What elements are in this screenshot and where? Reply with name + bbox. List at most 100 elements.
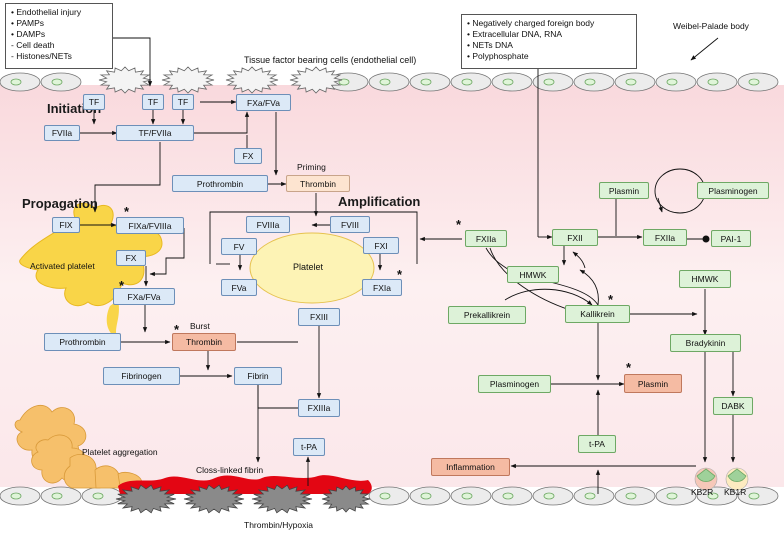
node-hmwk-right: HMWK [679,270,731,288]
node-pai1: PAI-1 [711,230,751,247]
node-fxiii: FXIII [298,308,340,326]
cell-nucleus [502,78,514,86]
asterisk-fxa: * [119,278,125,293]
node-fxiia-right: FXIIa [643,229,687,246]
node-fva: FVa [221,279,257,296]
node-fxa-fva-propagation: FXa/FVa [113,288,175,305]
node-fibrinogen: Fibrinogen [103,367,180,385]
cell-nucleus [51,492,63,500]
cell-nucleus [379,78,391,86]
cell-nucleus [379,492,391,500]
cell-nucleus [10,492,22,500]
node-tf-1: TF [83,94,105,110]
trigger-item: - Cell death [11,40,55,50]
node-tf-fviia: TF/FVIIa [116,125,194,141]
node-fx-initiation: FX [234,148,262,164]
node-fxiia-left: FXIIa [465,230,507,247]
contact-trigger-item: • Negatively charged foreign body [467,18,595,28]
priming-label: Priming [297,162,326,172]
cell-nucleus [666,492,678,500]
node-thrombin-priming: Thrombin [286,175,350,192]
asterisk-fxia: * [397,267,403,282]
cell-nucleus [584,78,596,86]
contact-trigger-item: • Polyphosphate [467,51,529,61]
node-prothrombin-burst: Prothrombin [44,333,121,351]
cell-nucleus [748,492,760,500]
amplification-heading: Amplification [338,194,421,209]
node-fx-propagation: FX [116,250,146,266]
node-tf-2: TF [142,94,164,110]
contact-trigger-item: • NETs DNA [467,40,513,50]
platelet-aggregation-label: Platelet aggregation [82,447,158,457]
node-bradykinin: Bradykinin [670,334,741,352]
cell-nucleus [461,78,473,86]
weibel-palade-label: Weibel-Palade body [673,21,749,31]
trigger-item: - Histones/NETs [11,51,72,61]
node-tpa-right: t-PA [578,435,616,453]
node-tf-3: TF [172,94,194,110]
node-fv: FV [221,238,257,255]
node-fixa-fviiia: FIXa/FVIIIa [116,217,184,234]
node-plasmin-bottom: Plasmin [624,374,682,393]
platelet-aggregation-shape [14,404,143,489]
activated-platelet-label: Activated platelet [30,261,95,271]
node-fxia: FXIa [362,279,402,296]
cell-nucleus [625,78,637,86]
node-fxiiia: FXIIIa [298,399,340,417]
node-prothrombin-priming: Prothrombin [172,175,268,192]
cell-nucleus [10,78,22,86]
node-fix: FIX [52,217,80,233]
node-fviiia: FVIIIa [246,216,290,233]
node-fviii: FVIII [330,216,370,233]
kb1r-label: KB1R [724,487,747,497]
cell-nucleus [543,492,555,500]
cell-nucleus [625,492,637,500]
cell-nucleus [748,78,760,86]
trigger-item: • PAMPs [11,18,45,28]
node-hmwk-left: HMWK [507,266,559,283]
node-thrombin-burst: Thrombin [172,333,236,351]
node-fxa-fva-initiation: FXa/FVa [236,94,291,111]
cell-nucleus [666,78,678,86]
cell-nucleus [51,78,63,86]
burst-label: Burst [190,321,210,331]
propagation-heading: Propagation [22,196,98,211]
kb2r-label: KB2R [691,487,714,497]
trigger-box: • Endothelial injury • PAMPs • DAMPs - C… [5,3,113,69]
node-plasminogen-top: Plasminogen [697,182,769,199]
trigger-item: • DAMPs [11,29,46,39]
node-prekallikrein: Prekallikrein [448,306,526,324]
trigger-item: • Endothelial injury [11,7,82,17]
platelet-ellipse [249,232,375,304]
asterisk-fixa: * [124,204,130,219]
node-fxi: FXI [363,237,399,254]
hypoxic-endothelial-cells [115,484,371,514]
node-fibrin: Fibrin [234,367,282,385]
platelet-label: Platelet [293,262,324,272]
asterisk-thrombin: * [174,322,180,337]
node-fxii: FXII [552,229,598,246]
cross-linked-fibrin-label: Closs-linked fibrin [196,465,264,475]
cell-nucleus [584,492,596,500]
contact-trigger-box: • Negatively charged foreign body • Extr… [461,14,637,69]
cell-nucleus [420,78,432,86]
cell-nucleus [461,492,473,500]
endothelial-cells-bottom [0,486,779,506]
node-fviia: FVIIa [44,125,80,141]
asterisk-kallikrein: * [608,292,614,307]
asterisk-plasmin: * [626,360,632,375]
cell-nucleus [543,78,555,86]
cell-nucleus [92,492,104,500]
receptors [694,467,749,491]
node-kallikrein: Kallikrein [565,305,630,323]
cell-nucleus [502,492,514,500]
asterisk-fxiia: * [456,217,462,232]
tissue-factor-cells [98,66,343,94]
node-plasminogen-bottom: Plasminogen [478,375,551,393]
node-dabk: DABK [713,397,753,415]
cell-nucleus [420,492,432,500]
tf-cells-label: Tissue factor bearing cells (endothelial… [244,55,417,65]
cell-nucleus [707,78,719,86]
thrombin-hypoxia-label: Thrombin/Hypoxia [244,520,313,530]
